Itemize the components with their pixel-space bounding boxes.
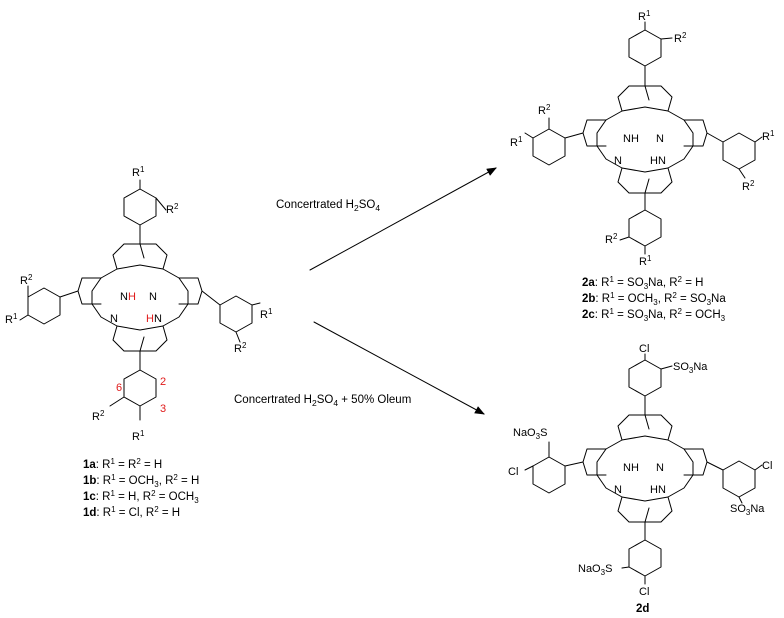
caption-2d: 2d: [636, 603, 649, 615]
product-top-r1-top: R1: [638, 9, 651, 23]
reactant-top-r1: R1: [132, 165, 145, 179]
product-top-r1-bottom: R1: [639, 254, 652, 268]
reactant-hn-bottom: HN: [146, 313, 162, 325]
product-top-r1-right: R1: [762, 129, 775, 143]
product-top-nh: NH: [623, 133, 639, 145]
reaction-arrow-upper: [309, 167, 497, 271]
product-bottom-n: N: [656, 462, 664, 474]
product-bottom-cl-right: Cl: [762, 460, 772, 472]
product-bottom-n2: N: [614, 484, 622, 496]
ring-position-3: 3: [160, 403, 166, 415]
product-bottom-so3na-top: SO3Na: [673, 361, 708, 375]
product-bottom-hn: HN: [650, 484, 666, 496]
caption-2c: 2c: R1 = SO3Na, R2 = OCH3: [582, 307, 726, 323]
caption-2a: 2a: R1 = SO3Na, R2 = H: [582, 275, 703, 291]
product-top-porphyrin: NH N N HN R1 R2 R1 R2 R1 R2 R2 R1: [510, 9, 775, 268]
ring-position-2: 2: [160, 376, 166, 388]
reaction-arrow-lower: [313, 321, 485, 415]
reactant-right-r2: R2: [234, 341, 247, 355]
reactant-n-right: N: [149, 291, 157, 303]
product-top-r2-left: R2: [538, 103, 551, 117]
reactant-captions: 1a: R1 = R2 = H 1b: R1 = OCH3, R2 = H 1c…: [83, 457, 199, 519]
reactant-porphyrin: NH N N HN R1 R2 R1 R2 R1 R2 6 2 3 R2 R1: [5, 165, 273, 443]
reactant-left-r1: R1: [5, 312, 18, 326]
reactant-left-r2: R2: [20, 273, 33, 287]
condition-upper: Concertrated H2SO4: [276, 199, 380, 213]
product-top-captions: 2a: R1 = SO3Na, R2 = H 2b: R1 = OCH3, R2…: [582, 275, 726, 323]
reactant-bottom-r2: R2: [92, 409, 105, 423]
caption-1d: 1d: R1 = Cl, R2 = H: [83, 505, 180, 519]
product-top-r2-right: R2: [742, 179, 755, 193]
product-bottom-cl-bottom: Cl: [639, 586, 649, 598]
product-bottom-cl-left: Cl: [508, 466, 518, 478]
product-top-n2: N: [614, 155, 622, 167]
product-bottom-nh: NH: [623, 462, 639, 474]
condition-lower: Concertrated H2SO4 + 50% Oleum: [234, 394, 411, 408]
caption-1c: 1c: R1 = H, R2 = OCH3: [83, 489, 199, 505]
product-bottom-naso3-bottom: NaO3S: [578, 563, 612, 577]
product-top-r2-bottom: R2: [605, 232, 618, 246]
caption-2b: 2b: R1 = OCH3, R2 = SO3Na: [582, 291, 726, 307]
caption-1b: 1b: R1 = OCH3, R2 = H: [83, 473, 199, 489]
product-top-r1-left: R1: [510, 135, 523, 149]
product-bottom-so3na-right: SO3Na: [730, 503, 765, 517]
ring-position-6: 6: [116, 382, 122, 394]
product-top-n: N: [656, 133, 664, 145]
product-top-hn: HN: [650, 155, 666, 167]
reactant-top-r2: R2: [166, 202, 179, 216]
reactant-bottom-r1: R1: [132, 429, 145, 443]
reactant-n-left: N: [110, 313, 118, 325]
product-bottom-cl-top: Cl: [639, 343, 649, 355]
product-bottom-naso3-left: NaO3S: [513, 427, 547, 441]
product-bottom-porphyrin: NH N N HN Cl SO3Na Cl NaO3S Cl SO3Na NaO…: [508, 343, 772, 598]
reactant-right-r1: R1: [260, 307, 273, 321]
caption-1a: 1a: R1 = R2 = H: [83, 457, 162, 471]
reactant-nh-top: NH: [120, 291, 136, 303]
product-top-r2-top: R2: [674, 31, 687, 45]
